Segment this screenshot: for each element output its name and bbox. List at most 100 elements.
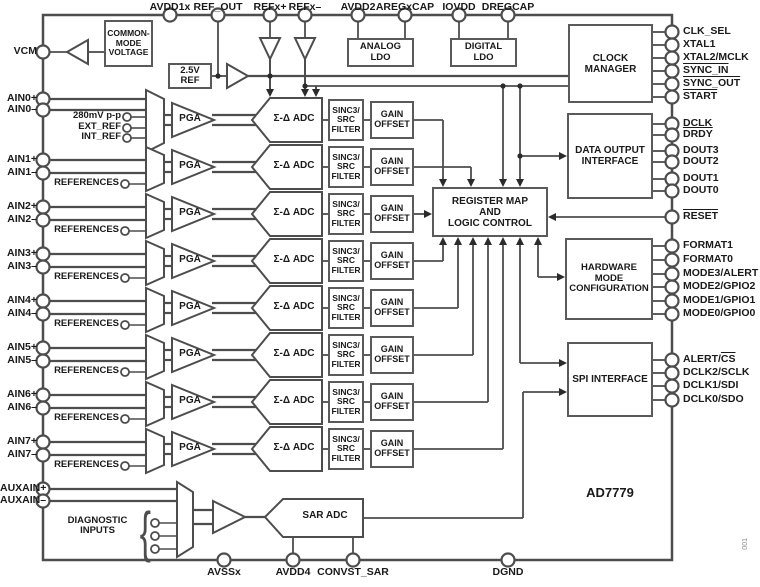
pin-circle-top-4 bbox=[350, 7, 366, 23]
pin-label-right-12: RESET bbox=[683, 210, 760, 222]
pin-label-left-0: VCM bbox=[13, 45, 37, 57]
arrowhead bbox=[534, 237, 542, 245]
pin-label-text: DCLK2/SCLK bbox=[683, 366, 750, 378]
pin-label-right-18: MODE0/GPIO0 bbox=[683, 307, 760, 319]
pin-label-top-7: DREGCAP bbox=[481, 1, 535, 13]
arrowhead bbox=[467, 179, 475, 187]
pin-label-text: FORMAT0 bbox=[683, 253, 733, 265]
sar-adc-shape bbox=[263, 498, 364, 538]
pin-circle-right-22 bbox=[664, 392, 680, 408]
pin-label-right-3: SYNC_IN bbox=[683, 64, 760, 76]
pin-label-text: DCLK bbox=[683, 117, 713, 129]
ch2-references-label: REFERENCES bbox=[54, 224, 119, 235]
pin-label-overline-text: DRDY bbox=[683, 128, 713, 140]
pin-circle-top-2 bbox=[262, 7, 278, 23]
ch0-gain-offset-block: GAIN OFFSET bbox=[370, 101, 414, 139]
pga-amplifier bbox=[171, 242, 217, 280]
pin-label-left-12: AIN5– bbox=[7, 354, 37, 366]
vcm-buffer-triangle bbox=[64, 38, 89, 66]
arrowhead bbox=[312, 89, 320, 97]
sar-adc-label: SAR ADC bbox=[302, 510, 348, 521]
pin-circle-left-13 bbox=[35, 387, 51, 403]
pin-label-text: XTAL1 bbox=[683, 38, 716, 50]
arrowhead bbox=[484, 237, 492, 245]
spi-interface-block: SPI INTERFACE bbox=[567, 342, 653, 417]
arrowhead bbox=[439, 179, 447, 187]
pin-label-right-8: DOUT3 bbox=[683, 144, 760, 156]
pin-label-right-5: START bbox=[683, 90, 760, 102]
pin-label-right-13: FORMAT1 bbox=[683, 239, 760, 251]
figure-note: 001 bbox=[742, 538, 749, 550]
pin-circle-right-14 bbox=[664, 252, 680, 268]
pin-label-left-18: AUXAIN– bbox=[0, 494, 47, 506]
junction-dot bbox=[517, 83, 523, 89]
pin-label-left-6: AIN2– bbox=[7, 213, 37, 225]
pin-circle-right-1 bbox=[664, 37, 680, 53]
ch2-adc-label: Σ-Δ ADC bbox=[273, 207, 315, 218]
pin-circle-right-17 bbox=[664, 293, 680, 309]
pin-label-top-2: REFx+ bbox=[253, 1, 287, 13]
pin-label-left-3: AIN1+ bbox=[6, 153, 37, 165]
pin-label-text: DOUT2 bbox=[683, 155, 719, 167]
pin-label-right-4: SYNC_OUT bbox=[683, 77, 760, 89]
pga-amplifier bbox=[171, 148, 217, 186]
arrowhead bbox=[559, 359, 567, 367]
junction-dot bbox=[267, 73, 273, 79]
pin-label-text: MODE0/GPIO0 bbox=[683, 307, 756, 319]
ch3-adc-label: Σ-Δ ADC bbox=[273, 254, 315, 265]
ch5-adc-label: Σ-Δ ADC bbox=[273, 348, 315, 359]
input-mux bbox=[145, 239, 165, 287]
arrowhead bbox=[499, 237, 507, 245]
pga-amplifier bbox=[171, 336, 217, 374]
pin-circle-top-3 bbox=[297, 7, 313, 23]
ch4-adc-label: Σ-Δ ADC bbox=[273, 301, 315, 312]
pin-label-bottom-1: AVDD4 bbox=[275, 566, 311, 578]
input-mux bbox=[145, 88, 165, 154]
digital-ldo-block: DIGITAL LDO bbox=[450, 38, 517, 67]
aux-input-mux bbox=[176, 480, 194, 559]
pin-circle-left-7 bbox=[35, 246, 51, 262]
pin-label-right-21: DCLK1/SDI bbox=[683, 379, 760, 391]
data-output-interface-block: DATA OUTPUT INTERFACE bbox=[567, 113, 653, 199]
pin-label-left-14: AIN6– bbox=[7, 401, 37, 413]
pin-label-right-10: DOUT1 bbox=[683, 172, 760, 184]
pin-label-left-7: AIN3+ bbox=[6, 247, 37, 259]
pin-label-right-16: MODE2/GPIO2 bbox=[683, 280, 760, 292]
input-mux bbox=[145, 286, 165, 334]
pin-label-text: DCLK0/SDO bbox=[683, 393, 744, 405]
ref-input-circle bbox=[120, 414, 130, 424]
arrowhead bbox=[559, 388, 567, 396]
pin-label-bottom-2: CONVST_SAR bbox=[317, 566, 389, 578]
pin-circle-left-4 bbox=[35, 165, 51, 181]
pin-label-left-2: AIN0– bbox=[7, 103, 37, 115]
pin-label-text: DOUT0 bbox=[683, 184, 719, 196]
pin-circle-top-5 bbox=[397, 7, 413, 23]
pin-circle-bottom-0 bbox=[216, 552, 232, 568]
ch0-sinc-filter-block: SINC3/ SRC FILTER bbox=[328, 99, 364, 141]
ch7-adc-label: Σ-Δ ADC bbox=[273, 442, 315, 453]
pin-label-right-6: DCLK bbox=[683, 117, 760, 129]
refm-buffer-triangle bbox=[293, 37, 317, 62]
pin-label-right-1: XTAL1 bbox=[683, 38, 760, 50]
ch4-gain-offset-block: GAIN OFFSET bbox=[370, 289, 414, 327]
arrowhead bbox=[454, 237, 462, 245]
ref-input-circle bbox=[122, 123, 132, 133]
pin-circle-left-8 bbox=[35, 259, 51, 275]
ch4-references-label: REFERENCES bbox=[54, 318, 119, 329]
diagnostic-brace: { bbox=[139, 500, 151, 563]
ch7-pga-label: PGA bbox=[179, 442, 201, 453]
pin-circle-right-0 bbox=[664, 24, 680, 40]
ch6-adc-label: Σ-Δ ADC bbox=[273, 395, 315, 406]
arrowhead bbox=[548, 213, 556, 221]
pin-circle-top-7 bbox=[500, 7, 516, 23]
pin-circle-top-0 bbox=[162, 7, 178, 23]
pin-circle-left-10 bbox=[35, 306, 51, 322]
refp-buffer-triangle bbox=[258, 37, 282, 62]
pin-circle-right-18 bbox=[664, 306, 680, 322]
pin-label-left-15: AIN7+ bbox=[6, 435, 37, 447]
pin-label-left-1: AIN0+ bbox=[6, 92, 37, 104]
pin-label-right-22: DCLK0/SDO bbox=[683, 393, 760, 405]
pin-circle-right-4 bbox=[664, 76, 680, 92]
pin-label-overline-text: CS bbox=[720, 353, 736, 365]
